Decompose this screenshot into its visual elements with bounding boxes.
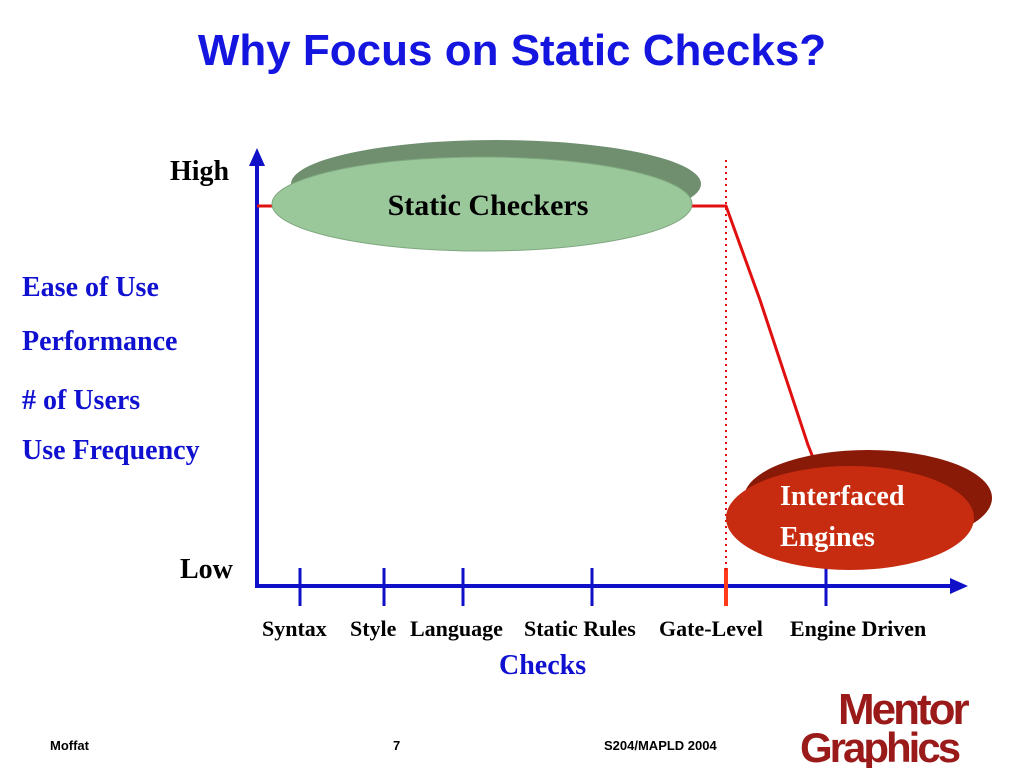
x-category-language: Language bbox=[410, 616, 503, 641]
metric-performance: Performance bbox=[22, 326, 178, 357]
y-axis-arrow bbox=[249, 148, 265, 166]
logo-mentor: Mentor bbox=[838, 685, 970, 734]
metric-ease-of-use: Ease of Use bbox=[22, 272, 159, 303]
x-category-gate-level: Gate-Level bbox=[659, 616, 763, 641]
y-axis-low-label: Low bbox=[180, 554, 233, 585]
x-category-style: Style bbox=[350, 616, 397, 641]
metric-use-frequency: Use Frequency bbox=[22, 435, 200, 466]
interfaced-engines-label-line1: Interfaced bbox=[780, 481, 905, 512]
mentor-graphics-logo: Mentor Graphics bbox=[800, 685, 973, 768]
logo-graphics: Graphics bbox=[800, 724, 960, 768]
slide-title: Why Focus on Static Checks? bbox=[197, 26, 827, 75]
footer-event: S204/MAPLD 2004 bbox=[604, 738, 717, 753]
footer-author: Moffat bbox=[50, 738, 89, 753]
x-axis-title: Checks bbox=[499, 650, 587, 681]
interfaced-engines-label-line2: Engines bbox=[780, 522, 875, 553]
x-category-syntax: Syntax bbox=[262, 616, 327, 641]
x-category-static-rules: Static Rules bbox=[524, 616, 636, 641]
x-axis-arrow bbox=[950, 578, 968, 594]
footer-page-number: 7 bbox=[393, 738, 401, 753]
static-checkers-label: Static Checkers bbox=[388, 189, 589, 222]
metric-num-users: # of Users bbox=[22, 385, 141, 416]
x-category-engine-driven: Engine Driven bbox=[790, 616, 927, 641]
y-axis-high-label: High bbox=[170, 156, 230, 187]
interfaced-engines-bubble bbox=[726, 466, 974, 570]
static-checkers-bubble bbox=[271, 156, 693, 252]
